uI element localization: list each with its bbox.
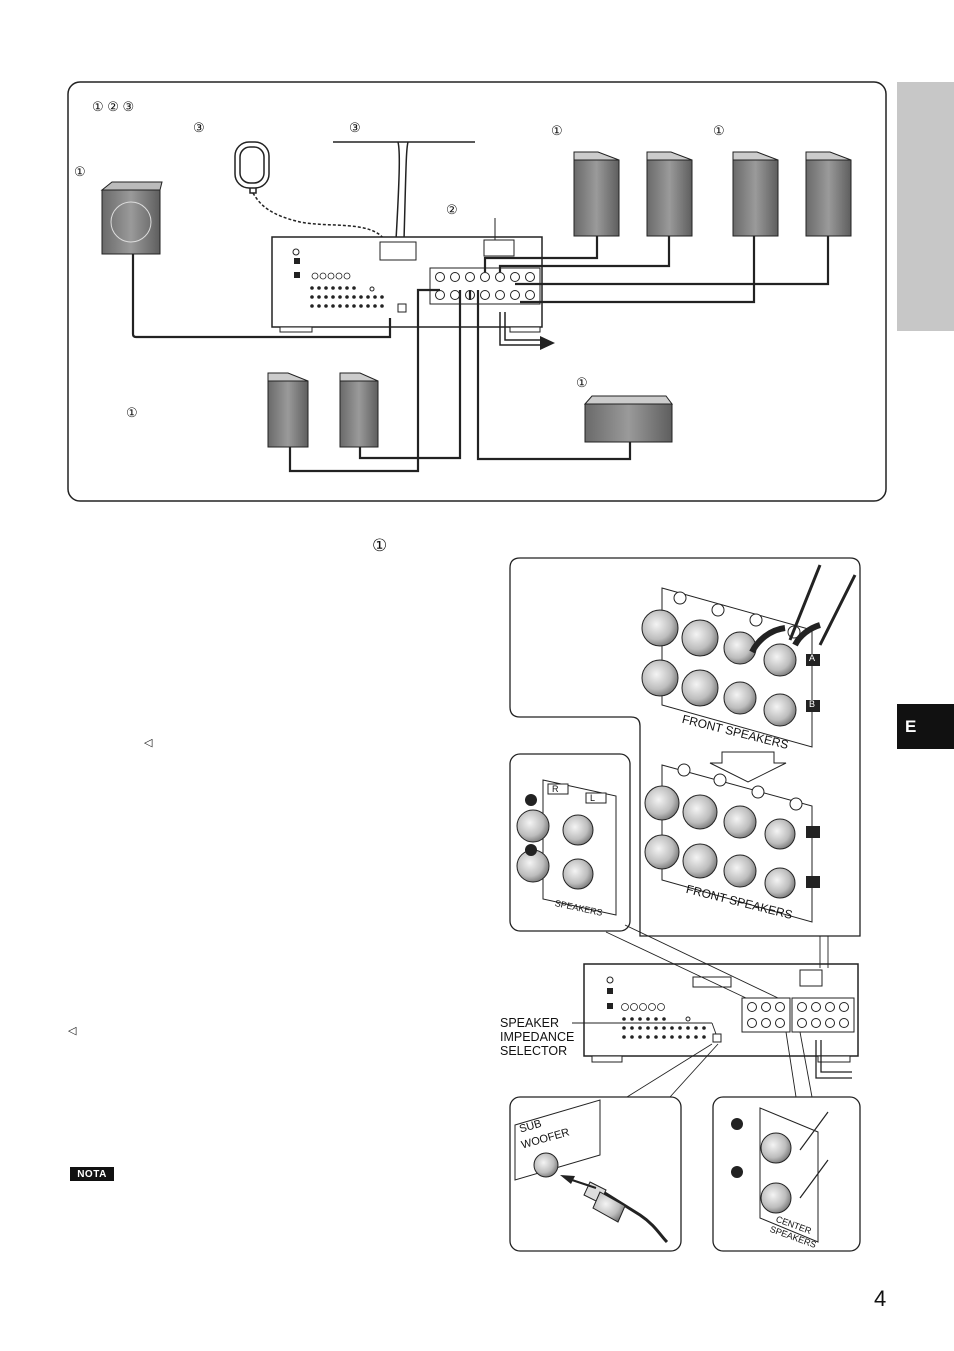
down-arrow [709, 751, 787, 783]
power-arrow [540, 336, 555, 350]
section-callout: ① [372, 536, 388, 555]
language-tab: E [897, 704, 954, 749]
surround-speakers-detail-frame [509, 753, 631, 932]
top-diagram-frame [67, 81, 887, 502]
front-speakers-board-top [641, 564, 857, 748]
callout-am-antenna: ③ [193, 120, 205, 135]
callout-center-speaker: ① [576, 375, 588, 390]
surround-l-label: L [590, 793, 596, 803]
side-tab-gray [897, 82, 954, 331]
callout-power: ② [446, 202, 458, 217]
terminal-a-label: A [809, 653, 816, 663]
terminal-b-label: B [809, 699, 816, 709]
fm-antenna [333, 141, 475, 241]
callout-front-speakers-b: ① [713, 123, 725, 138]
speaker-impedance-selector-label: SPEAKER IMPEDANCE SELECTOR [500, 1016, 574, 1058]
speaker-wires [131, 236, 830, 473]
surround-speaker-left [267, 372, 309, 448]
center-speakers-detail-frame [712, 1096, 861, 1252]
front-speaker-left-a [573, 151, 620, 237]
callout-subwoofer: ① [74, 164, 86, 179]
front-speakers-detail-frame [509, 557, 861, 937]
front-speaker-right-b [805, 151, 852, 237]
surround-r-label: R [552, 784, 559, 794]
receiver-detail-panel [583, 963, 859, 1079]
callout-fm-antenna: ③ [349, 120, 361, 135]
callout-front-speakers-a: ① [551, 123, 563, 138]
nota-badge: NOTA [70, 1167, 114, 1181]
speaker-symbol-icon: ◁ [144, 737, 153, 749]
receiver-back-panel [271, 236, 543, 333]
page-number: 4 [874, 1286, 887, 1311]
subwoofer-jack [514, 1099, 669, 1244]
surround-speakers-board [516, 779, 617, 916]
front-speaker-right-a [646, 151, 693, 237]
subwoofer-box [100, 181, 163, 255]
callout-surround-speakers: ① [126, 405, 138, 420]
selector-label-line-3: SELECTOR [500, 1044, 568, 1058]
center-speakers-board [731, 1107, 829, 1243]
selector-label-line-1: SPEAKER [500, 1016, 560, 1030]
front-speaker-left-b [732, 151, 779, 237]
am-loop-antenna [234, 141, 386, 241]
speaker-symbol-icon-2: ◁ [68, 1025, 77, 1037]
front-speakers-board-bottom [644, 763, 820, 923]
callout-legend: ① ② ③ [92, 99, 135, 114]
selector-label-line-2: IMPEDANCE [500, 1030, 575, 1044]
surround-speaker-right [339, 372, 379, 448]
subwoofer-detail-frame [509, 1096, 682, 1252]
center-speaker [583, 395, 673, 443]
